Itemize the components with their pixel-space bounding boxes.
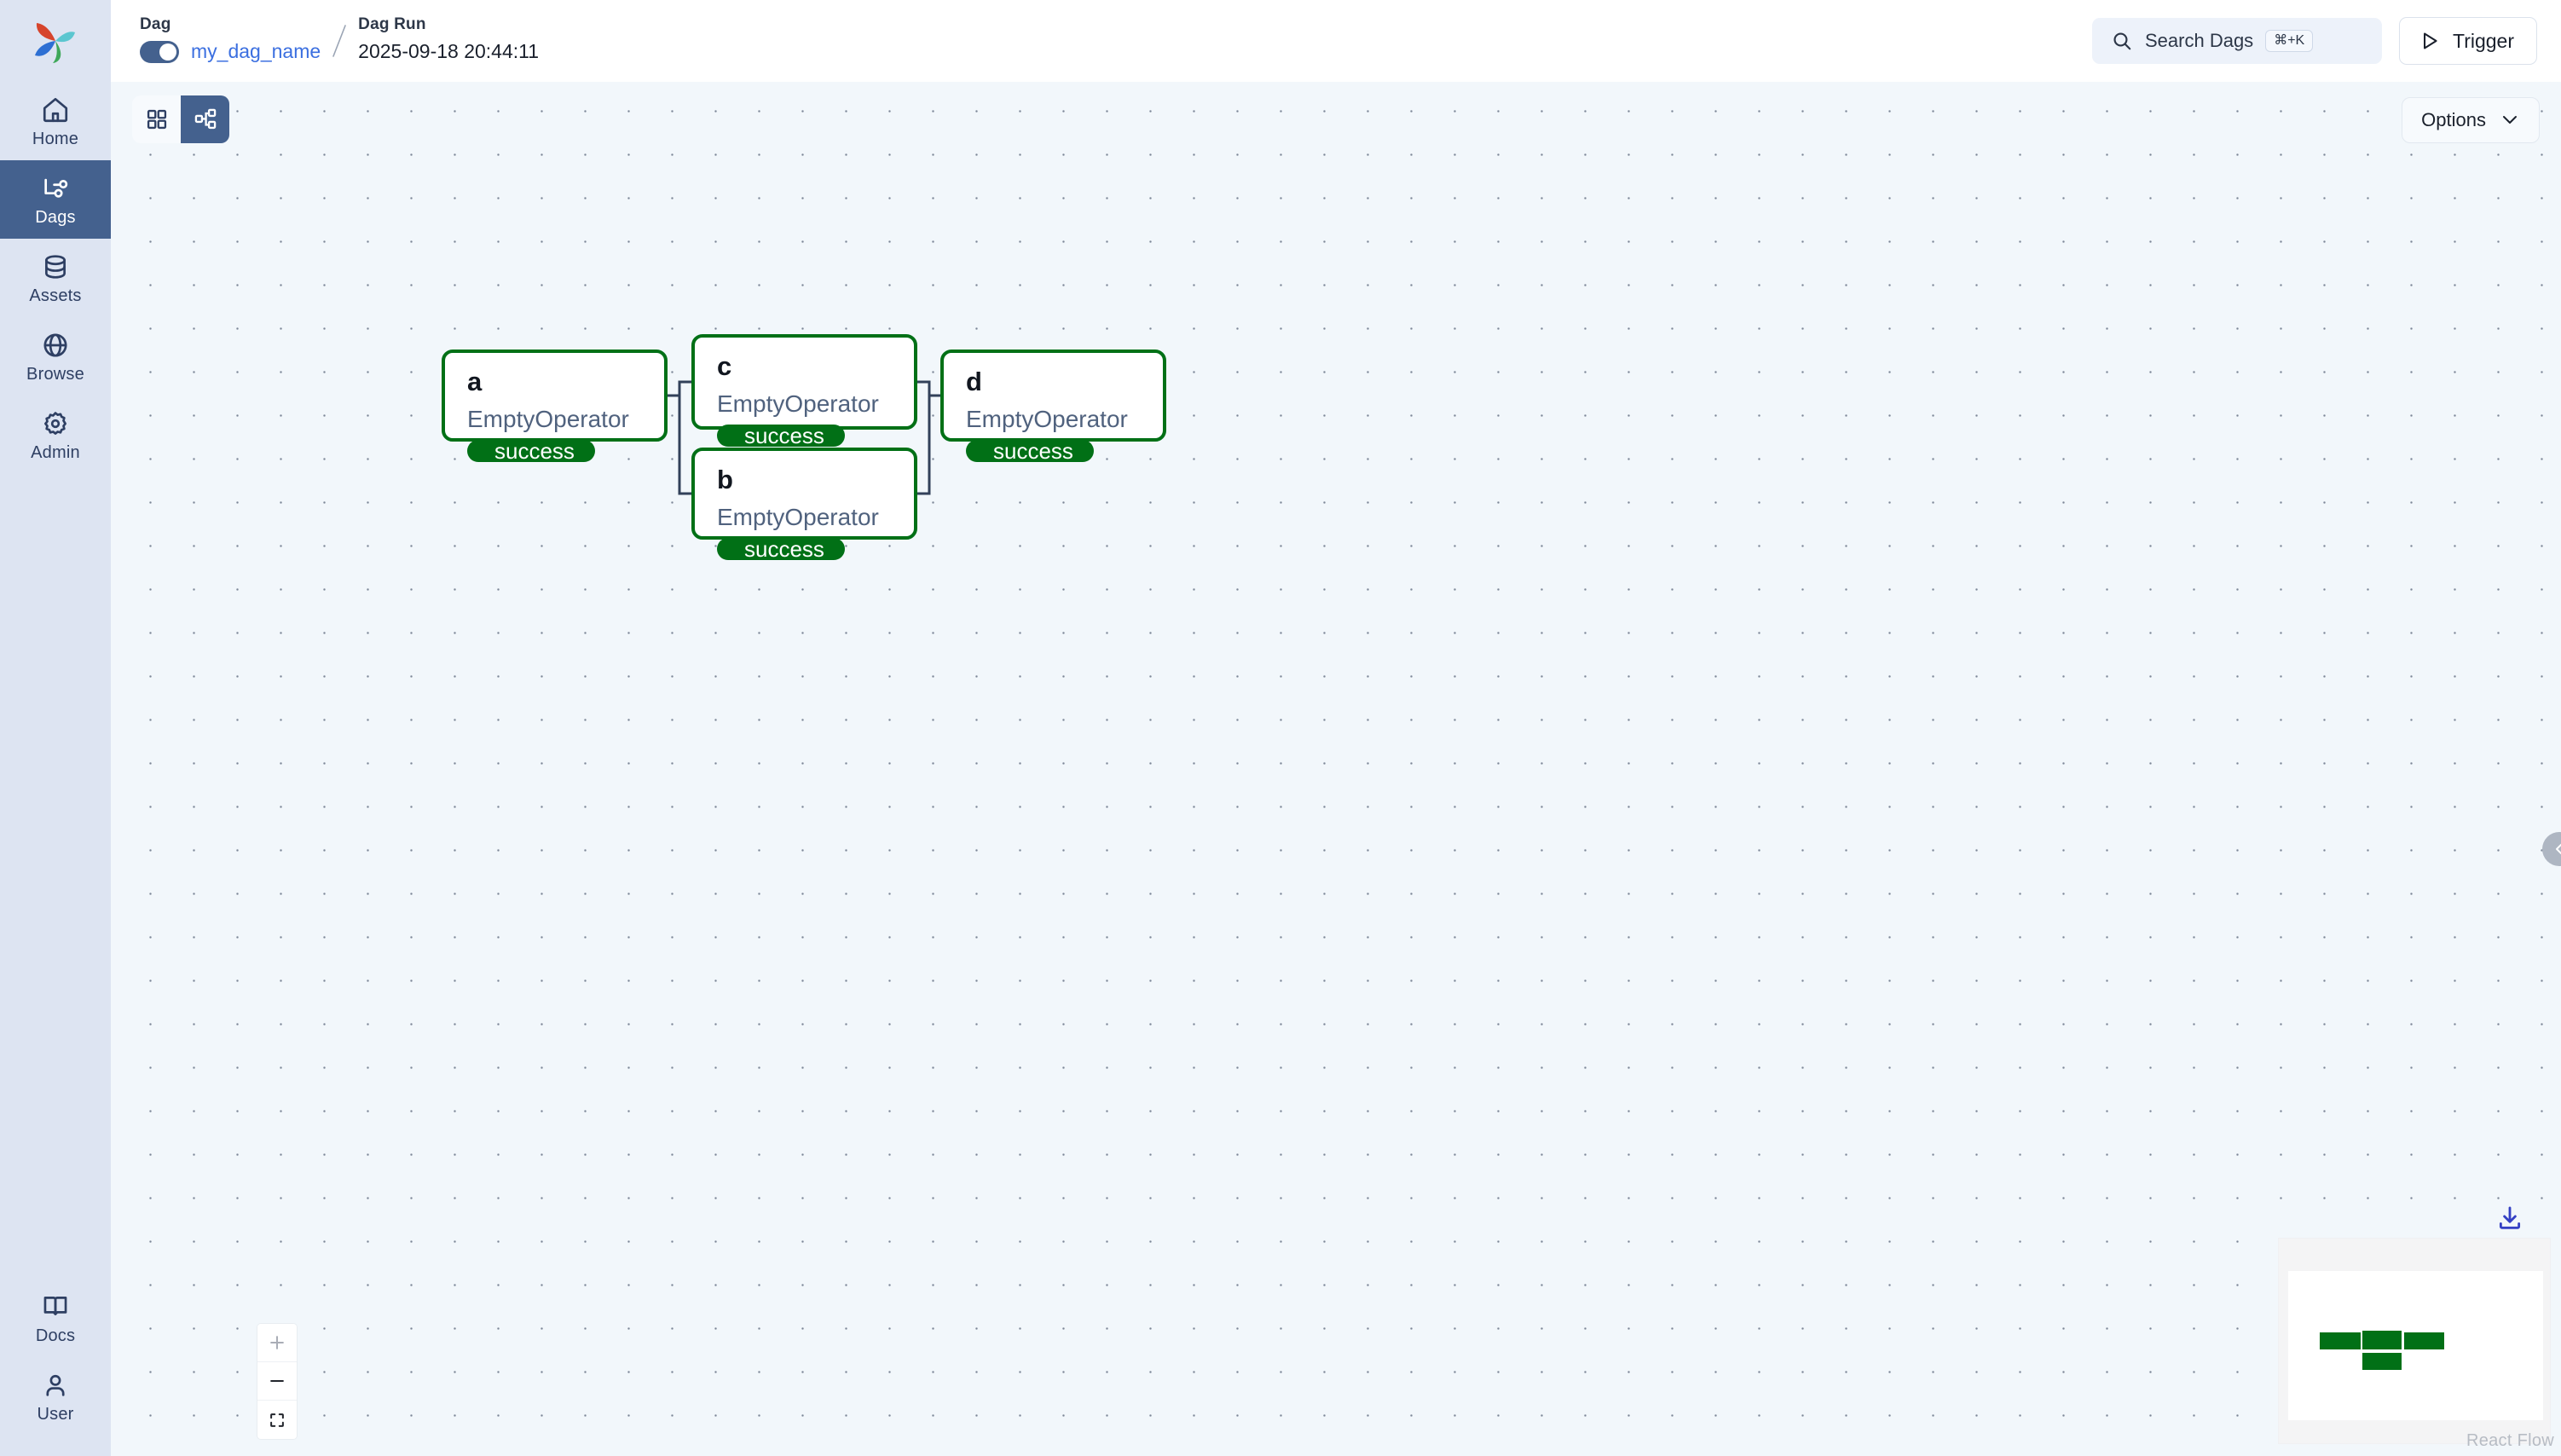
sidebar-item-label: Browse (26, 364, 84, 384)
options-dropdown[interactable]: Options (2402, 97, 2540, 143)
sidebar-item-dags[interactable]: Dags (0, 160, 111, 239)
sidebar-item-label: Dags (35, 207, 76, 227)
trigger-label: Trigger (2453, 29, 2514, 52)
graph-minimap[interactable] (2278, 1238, 2551, 1444)
dag-graph-icon (41, 174, 70, 203)
dag-name-link[interactable]: my_dag_name (191, 40, 321, 62)
minimap-node (2404, 1332, 2444, 1349)
user-icon (41, 1371, 70, 1400)
sidebar-nav-secondary: Docs User (0, 1279, 111, 1436)
sidebar-item-docs[interactable]: Docs (0, 1279, 111, 1357)
download-graph-button[interactable] (2495, 1204, 2524, 1233)
zoom-controls (257, 1324, 297, 1439)
zoom-out-button[interactable] (257, 1362, 297, 1401)
task-node-title: c (717, 351, 732, 381)
panel-collapse-handle[interactable] (2542, 832, 2561, 866)
graph-view-button[interactable] (181, 95, 229, 143)
status-badge: success (697, 342, 845, 448)
top-header: Dag my_dag_name Dag Run 2025-09-18 20:44… (111, 0, 2561, 82)
status-label: success (494, 437, 575, 464)
sidebar-nav-primary: Home Dags (0, 82, 111, 474)
status-label: success (744, 422, 824, 448)
sidebar-item-label: Docs (35, 1326, 76, 1345)
toggle-knob (159, 43, 176, 61)
search-icon (2111, 30, 2133, 52)
database-icon (41, 252, 70, 281)
status-label: success (993, 437, 1073, 464)
dagrun-timestamp: 2025-09-18 20:44:11 (358, 40, 540, 62)
chevron-down-icon (2500, 113, 2520, 128)
zoom-in-button[interactable] (257, 1324, 297, 1362)
view-mode-toggle (132, 95, 229, 143)
search-placeholder: Search Dags (2145, 30, 2254, 51)
minimap-node (2362, 1331, 2402, 1349)
dagrun-kicker-label: Dag Run (358, 14, 426, 33)
options-label: Options (2421, 109, 2486, 130)
sidebar-item-label: User (37, 1404, 74, 1424)
task-node-c[interactable]: c EmptyOperator success (691, 334, 917, 447)
task-node-operator: EmptyOperator (717, 390, 879, 417)
pinwheel-icon (35, 23, 75, 63)
minimap-node (2362, 1353, 2402, 1370)
graph-nodes-layer: a EmptyOperator success c EmptyOperator (111, 82, 2561, 1456)
home-icon (41, 95, 70, 124)
chevron-left-icon (2552, 841, 2561, 857)
trigger-button[interactable]: Trigger (2399, 17, 2537, 65)
graph-view-icon (194, 107, 217, 131)
task-node-a[interactable]: a EmptyOperator success (442, 350, 668, 462)
task-node-d[interactable]: d EmptyOperator success (940, 350, 1166, 462)
status-badge: success (448, 357, 595, 464)
grid-view-icon (145, 107, 169, 131)
plus-icon (268, 1333, 286, 1352)
fit-view-button[interactable] (257, 1401, 297, 1439)
graph-edges-layer (111, 82, 2561, 1456)
sidebar-item-label: Home (32, 129, 79, 148)
book-icon (41, 1292, 70, 1321)
gear-icon (41, 409, 70, 438)
status-badge: success (946, 357, 1094, 464)
dag-kicker-label: Dag (140, 14, 171, 33)
task-node-operator: EmptyOperator (966, 405, 1128, 432)
minimap-node (2320, 1332, 2361, 1349)
sidebar-item-home[interactable]: Home (0, 82, 111, 160)
task-node-title: b (717, 465, 733, 494)
breadcrumb-dag: Dag my_dag_name (140, 15, 321, 67)
task-node-b[interactable]: b EmptyOperator success (691, 448, 917, 560)
task-node-title: d (966, 367, 982, 396)
task-node-operator: EmptyOperator (467, 405, 629, 432)
search-dags-input[interactable]: Search Dags ⌘+K (2092, 18, 2382, 64)
fit-view-icon (268, 1411, 286, 1430)
sidebar-item-admin[interactable]: Admin (0, 396, 111, 474)
airflow-pinwheel-logo[interactable] (0, 0, 111, 82)
sidebar-item-assets[interactable]: Assets (0, 239, 111, 317)
download-icon (2495, 1204, 2524, 1233)
dag-pause-toggle[interactable] (140, 40, 179, 63)
grid-view-button[interactable] (132, 95, 181, 143)
search-shortcut-badge: ⌘+K (2265, 30, 2314, 52)
react-flow-attribution[interactable]: React Flow (2466, 1431, 2554, 1450)
sidebar-item-browse[interactable]: Browse (0, 317, 111, 396)
edge-a-b (668, 394, 691, 495)
globe-icon (41, 331, 70, 360)
breadcrumb-separator (321, 20, 358, 61)
task-node-title: a (467, 367, 483, 396)
edges-svg (668, 380, 940, 495)
minimap-viewport (2288, 1271, 2543, 1420)
sidebar-item-label: Admin (31, 442, 80, 462)
edge-b-d (917, 394, 940, 495)
minus-icon (268, 1372, 286, 1390)
sidebar-item-label: Assets (29, 286, 82, 305)
header-actions: Search Dags ⌘+K Trigger (2092, 17, 2537, 65)
graph-canvas[interactable]: Options (111, 82, 2561, 1456)
sidebar-item-user[interactable]: User (0, 1357, 111, 1436)
main-region: Dag my_dag_name Dag Run 2025-09-18 20:44… (111, 0, 2561, 1456)
dot-grid-background (111, 82, 2561, 1456)
status-badge: success (697, 455, 845, 562)
sidebar: Home Dags (0, 0, 111, 1456)
play-icon (2419, 30, 2441, 52)
task-node-operator: EmptyOperator (717, 503, 879, 530)
status-label: success (744, 535, 824, 562)
breadcrumb-dagrun: Dag Run 2025-09-18 20:44:11 (358, 15, 539, 67)
